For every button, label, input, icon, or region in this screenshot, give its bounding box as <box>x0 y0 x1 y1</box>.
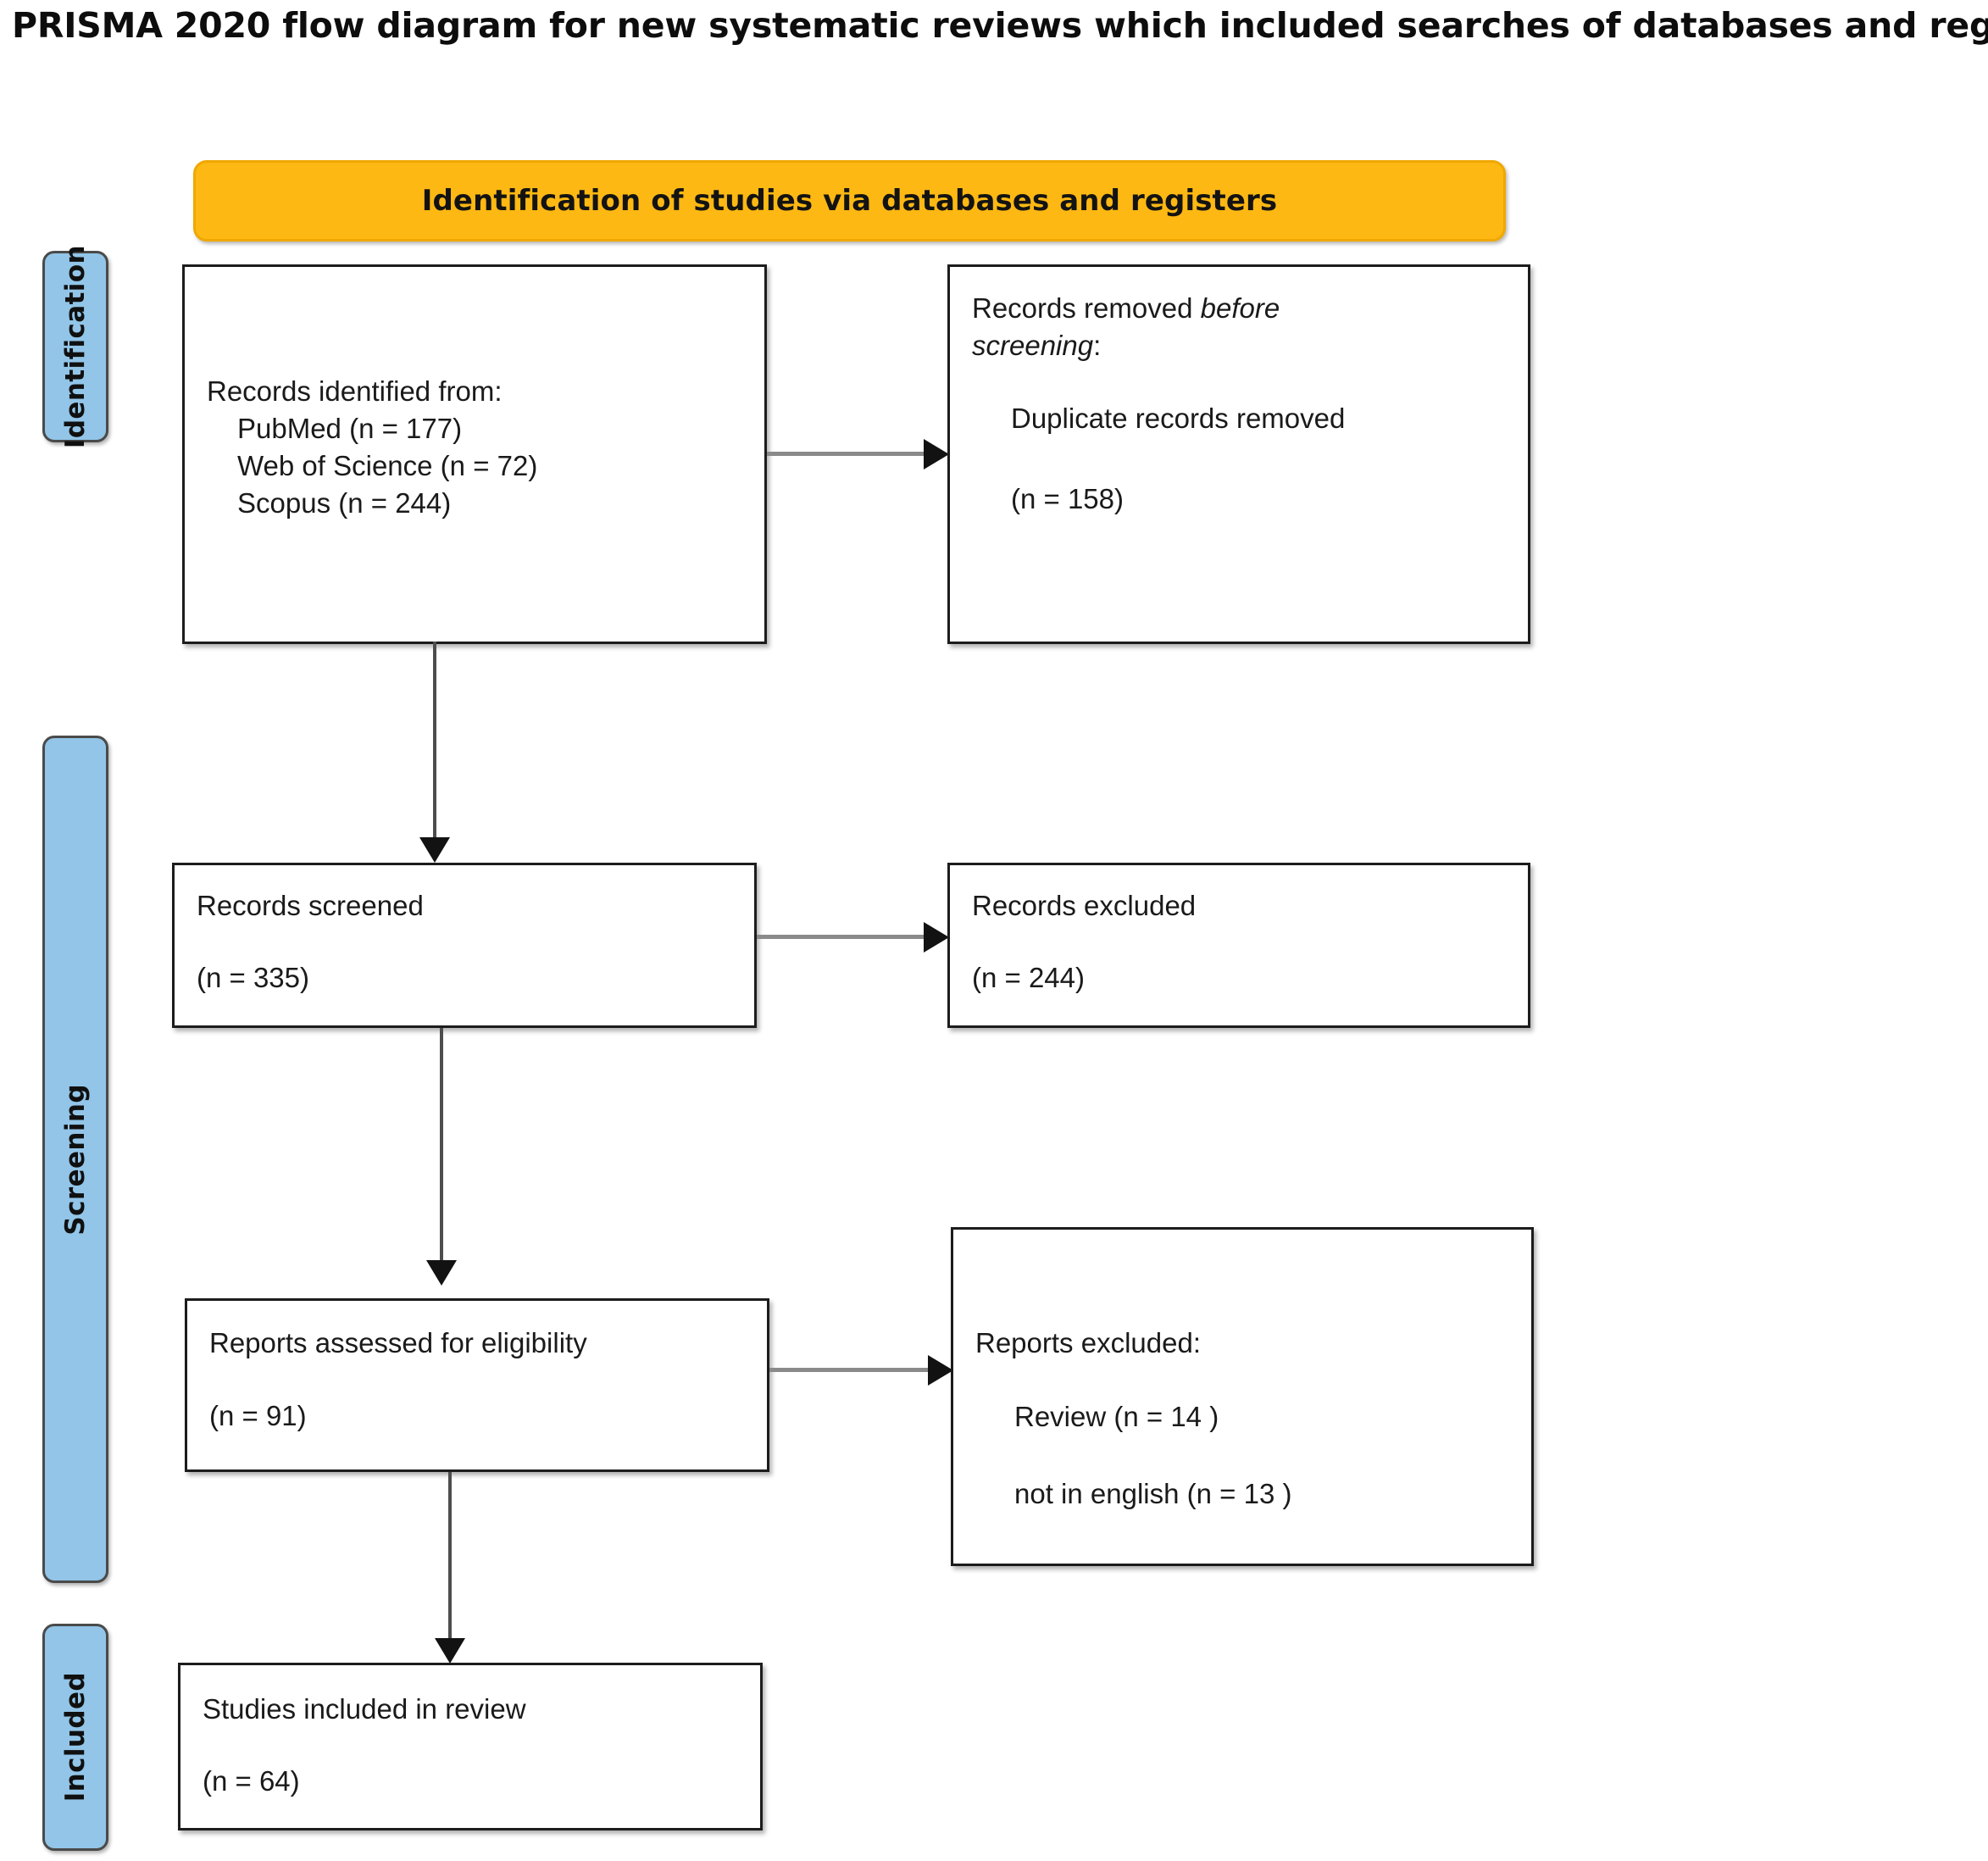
connector-identified-to-screened <box>433 642 436 841</box>
records-removed-line-1-text: Records removed <box>972 292 1201 324</box>
box-records-removed-before-screening: Records removed before screening: Duplic… <box>947 264 1530 644</box>
connector-assessed-to-included <box>448 1472 452 1642</box>
box-studies-included: Studies included in review (n = 64) <box>178 1663 763 1830</box>
arrowhead-identified-to-screened <box>419 837 450 863</box>
records-removed-line-2: screening: <box>972 327 1101 364</box>
arrowhead-identified-to-removed <box>924 439 949 469</box>
studies-included-line-1: Studies included in review <box>203 1693 526 1725</box>
box-reports-excluded: Reports excluded: Review (n = 14 ) not i… <box>951 1227 1534 1566</box>
records-removed-line-3: Duplicate records removed <box>1011 403 1346 434</box>
reports-excluded-line-2: Review (n = 14 ) <box>1014 1401 1219 1432</box>
records-screened-line-1: Records screened <box>197 890 424 921</box>
phase-bar-included: Included <box>42 1624 108 1851</box>
records-identified-line-4: Scopus (n = 244) <box>237 487 452 519</box>
reports-assessed-line-1: Reports assessed for eligibility <box>209 1327 587 1358</box>
arrowhead-assessed-to-included <box>435 1638 465 1664</box>
records-removed-line-2-tail: : <box>1093 330 1102 361</box>
box-records-excluded: Records excluded (n = 244) <box>947 863 1530 1028</box>
connector-assessed-to-reports-excluded <box>769 1368 930 1372</box>
phase-bar-screening: Screening <box>42 736 108 1583</box>
studies-included-line-2: (n = 64) <box>203 1765 300 1797</box>
connector-screened-to-excluded <box>757 935 926 939</box>
records-removed-line-4: (n = 158) <box>1011 483 1124 514</box>
records-screened-line-2: (n = 335) <box>197 962 309 993</box>
box-records-screened: Records screened (n = 335) <box>172 863 757 1028</box>
box-reports-assessed: Reports assessed for eligibility (n = 91… <box>185 1298 769 1472</box>
arrowhead-assessed-to-reports-excluded <box>928 1355 953 1386</box>
reports-assessed-line-2: (n = 91) <box>209 1400 307 1431</box>
arrowhead-screened-to-assessed <box>426 1260 457 1286</box>
phase-bar-identification: Identification <box>42 245 108 448</box>
records-excluded-line-1: Records excluded <box>972 890 1197 921</box>
reports-excluded-line-1: Reports excluded: <box>975 1327 1201 1358</box>
records-removed-line-1-italic: before <box>1200 292 1280 324</box>
records-identified-line-3: Web of Science (n = 72) <box>237 450 538 481</box>
page-title: PRISMA 2020 flow diagram for new systema… <box>12 5 1988 46</box>
records-identified-line-2: PubMed (n = 177) <box>237 413 463 444</box>
records-excluded-line-2: (n = 244) <box>972 962 1085 993</box>
connector-screened-to-assessed <box>440 1028 443 1264</box>
phase-bar-screening-label: Screening <box>60 1083 91 1236</box>
connector-identified-to-removed <box>767 452 926 456</box>
reports-excluded-line-3: not in english (n = 13 ) <box>1014 1478 1292 1509</box>
arrowhead-screened-to-excluded <box>924 922 949 953</box>
stage-banner-identification: Identification of studies via databases … <box>193 160 1506 242</box>
phase-bar-included-label: Included <box>60 1672 91 1803</box>
stage-banner-label: Identification of studies via databases … <box>421 184 1278 218</box>
phase-bar-identification-label: Identification <box>60 244 91 449</box>
records-removed-line-1: Records removed before <box>972 290 1280 327</box>
records-removed-line-2-italic: screening <box>972 330 1094 361</box>
records-identified-line-1: Records identified from: <box>207 375 503 407</box>
box-records-identified: Records identified from: PubMed (n = 177… <box>182 264 767 644</box>
